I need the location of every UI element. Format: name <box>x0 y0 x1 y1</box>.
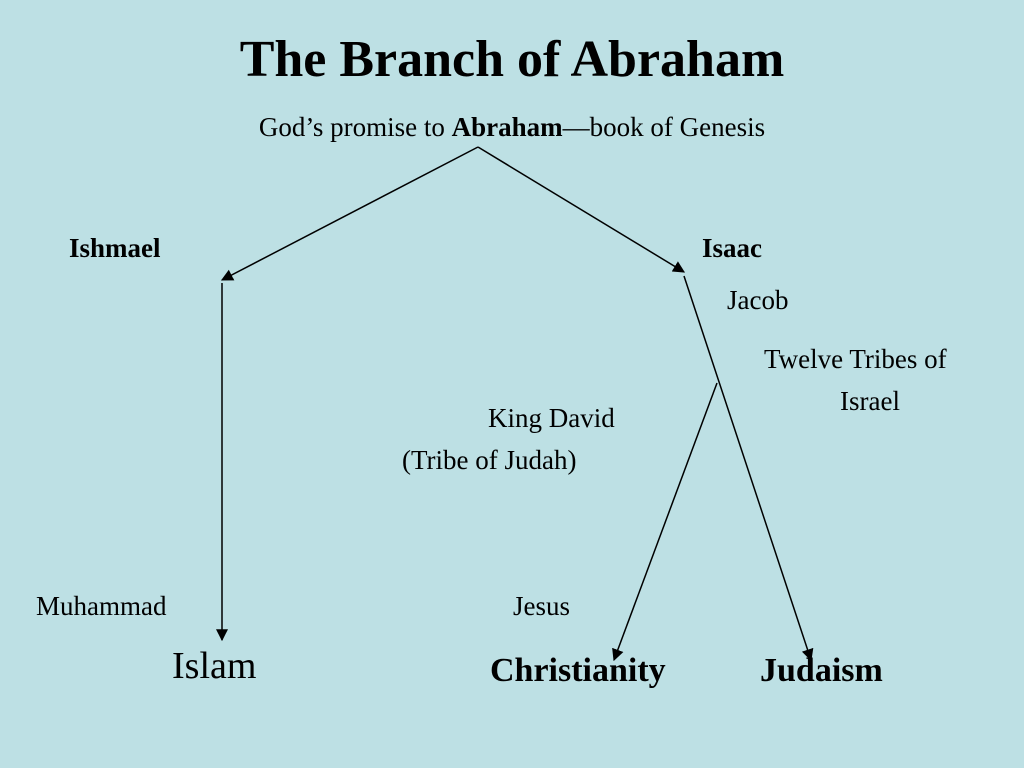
slide-title: The Branch of Abraham <box>239 31 785 88</box>
node-twelve-tribes-line1: Twelve Tribes of <box>764 344 947 374</box>
node-ishmael: Ishmael <box>69 233 161 263</box>
arrow-isaac-to-judaism <box>683 275 814 662</box>
node-jesus: Jesus <box>513 591 571 621</box>
node-christianity: Christianity <box>490 652 666 689</box>
slide-subtitle: God’s promise to Abraham—book of Genesis <box>0 112 1024 143</box>
arrow-abraham-to-isaac <box>477 146 686 273</box>
node-jacob: Jacob <box>727 285 789 315</box>
node-king-david-line1: King David <box>488 403 615 433</box>
subtitle-suffix: —book of Genesis <box>562 112 766 142</box>
node-twelve-tribes-line2: Israel <box>840 386 900 416</box>
node-muhammad: Muhammad <box>36 591 167 621</box>
node-isaac: Isaac <box>702 233 762 263</box>
subtitle-emphasis: Abraham <box>451 112 563 142</box>
node-king-david-line2: (Tribe of Judah) <box>402 445 577 475</box>
subtitle-prefix: God’s promise to <box>258 112 452 142</box>
arrow-abraham-to-ishmael <box>220 146 479 281</box>
arrow-david-to-christianity <box>612 382 718 662</box>
node-judaism: Judaism <box>760 652 883 689</box>
node-islam: Islam <box>172 645 257 687</box>
